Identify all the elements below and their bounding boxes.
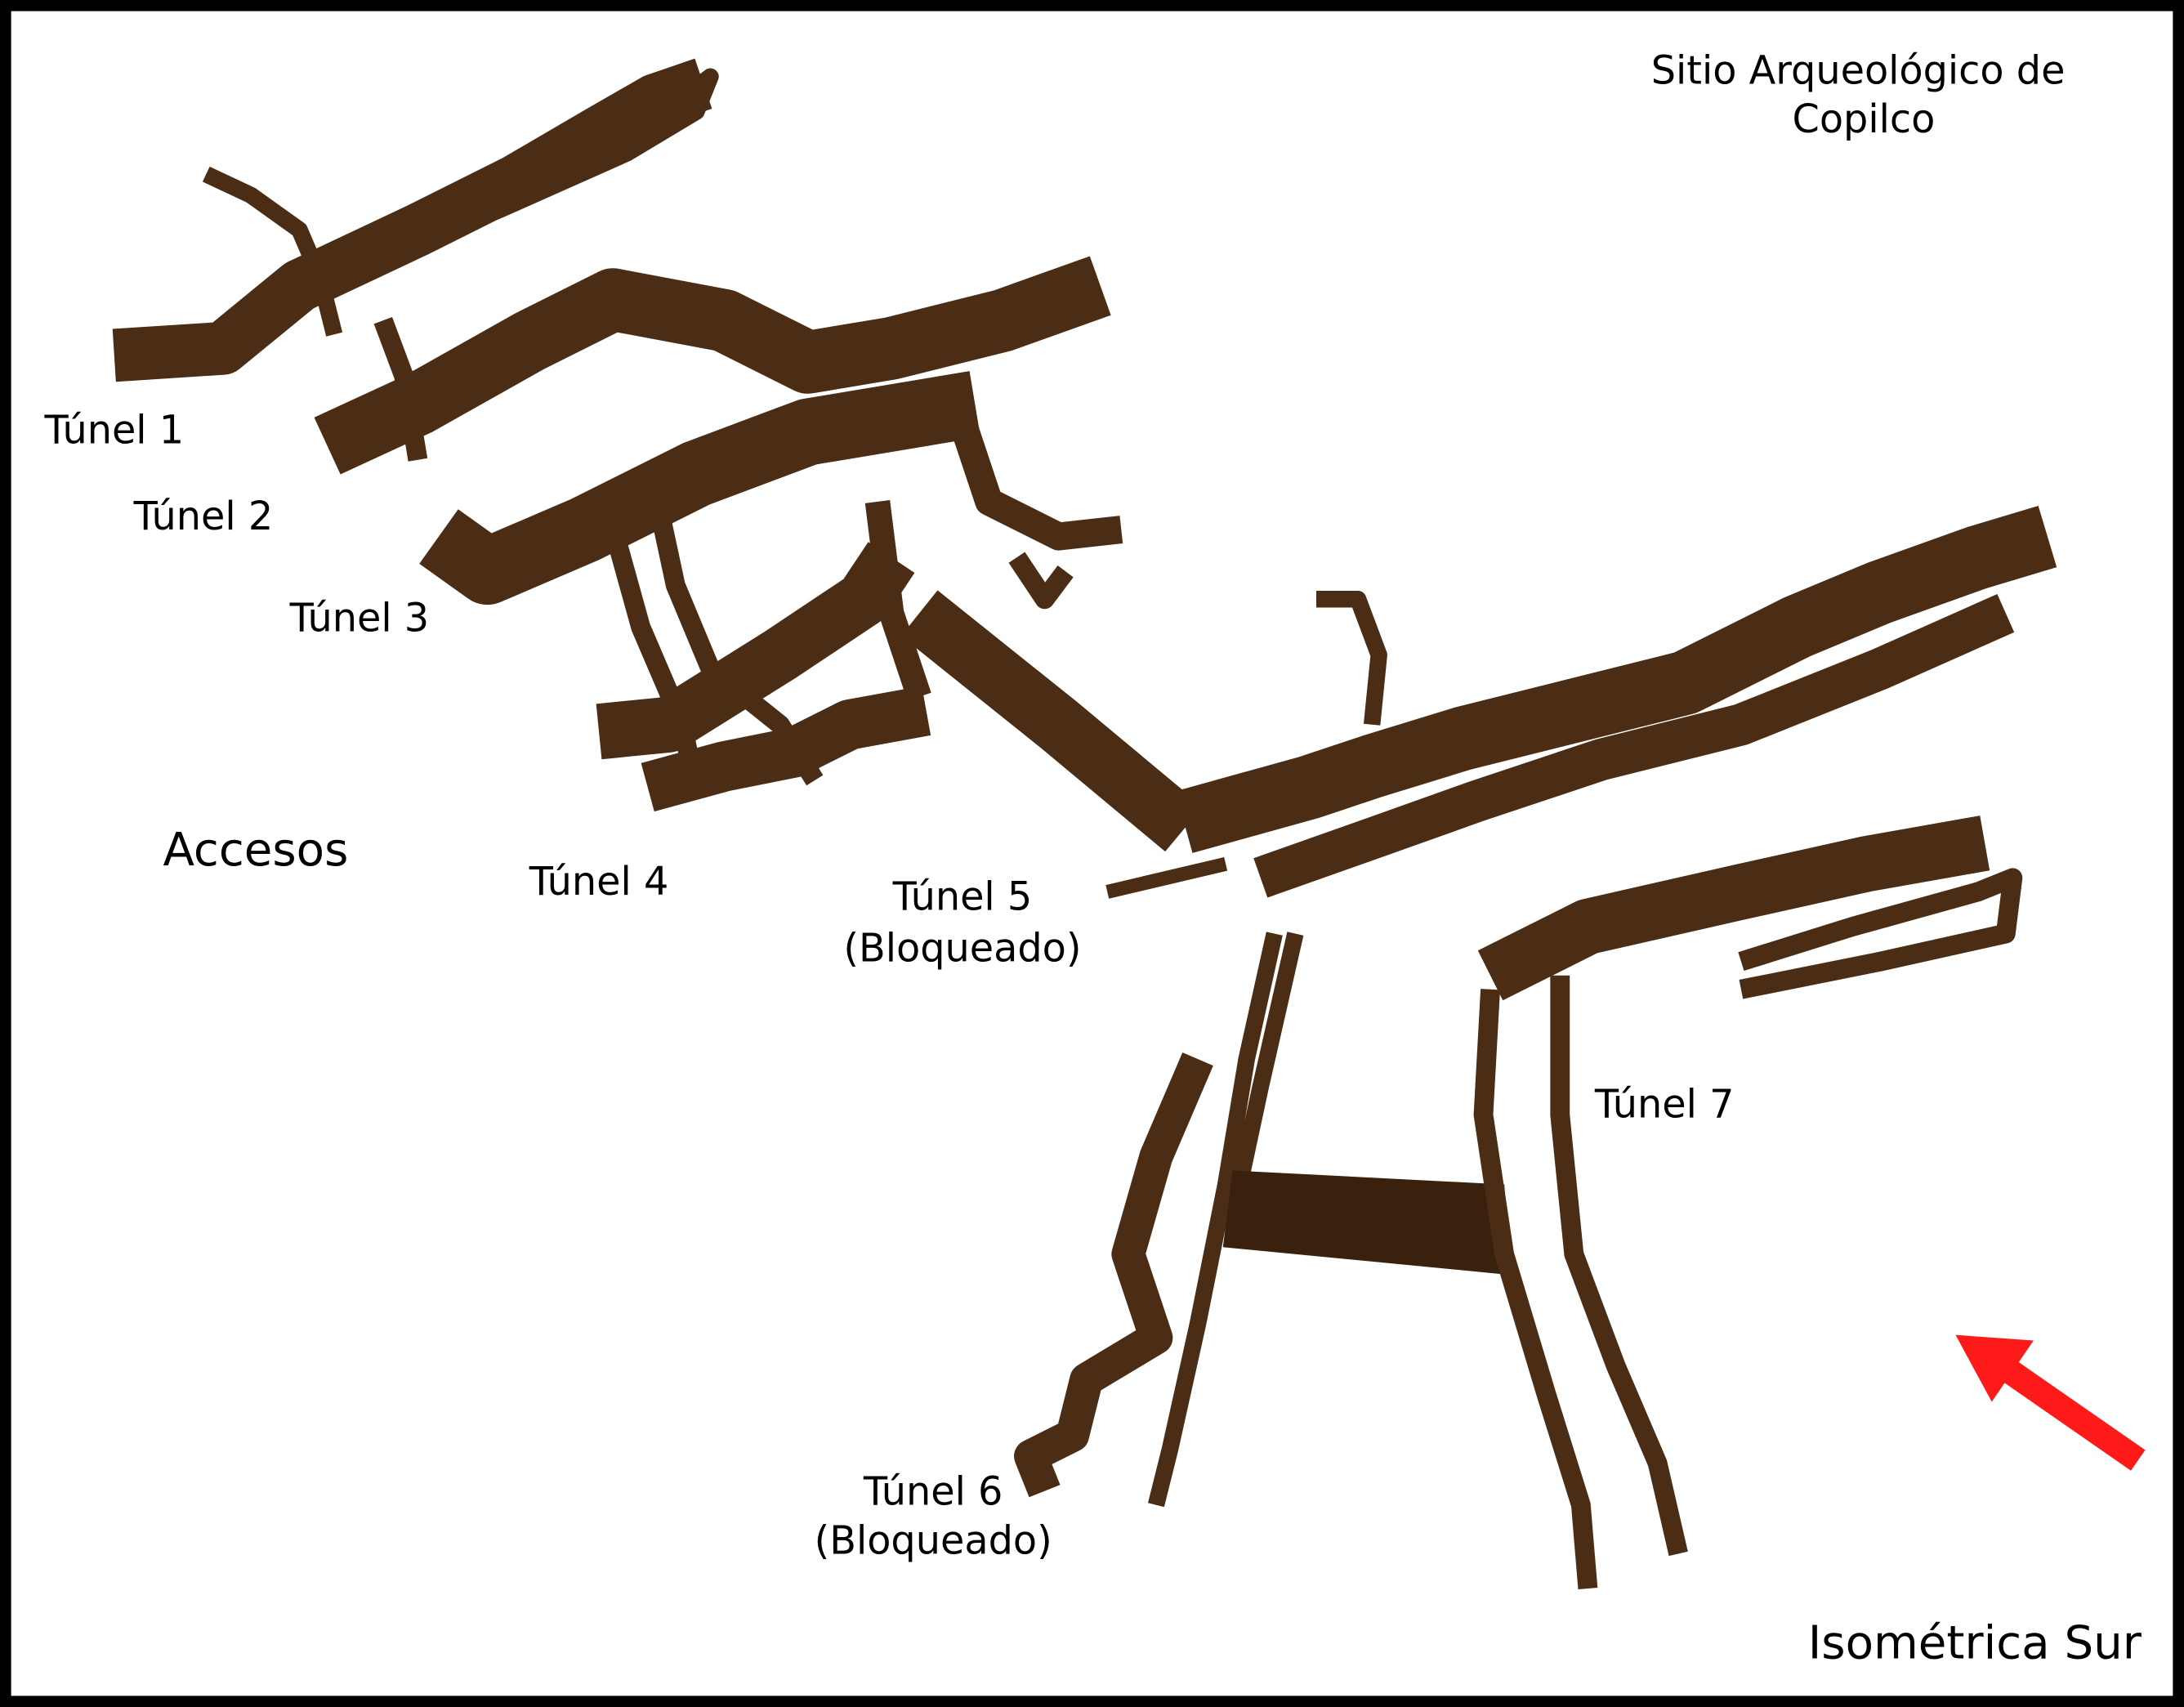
main-corridor-loop [1315, 591, 1387, 726]
label-tunel-3: Túnel 3 [289, 596, 430, 641]
tunnel-6-right [1231, 932, 1304, 1186]
tunnel-4-lower [641, 686, 931, 812]
tunnel-network [112, 58, 2057, 1590]
view-label: Isométrica Sur [1808, 1616, 2142, 1669]
label-tunel-6: Túnel 6 [863, 1470, 1003, 1515]
tunnel-7-loop [1738, 868, 2023, 999]
tunnel-3 [419, 371, 981, 605]
label-tunel-5: Túnel 5 [892, 875, 1033, 920]
label-tunel-7: Túnel 7 [1594, 1083, 1735, 1128]
arrow-head-icon [1955, 1334, 2034, 1402]
tunnel-2-side [373, 317, 428, 462]
tunnel-4 [596, 542, 915, 760]
tunnel-1-branch [202, 166, 343, 337]
tunnel-2 [314, 256, 1111, 475]
tunnel-6-left [1147, 932, 1283, 1508]
label-tunel-5-status: (Bloqueado) [843, 927, 1081, 972]
label-accesos: Accesos [163, 824, 348, 877]
title-line-2: Copilco [1793, 97, 1936, 142]
tunnel-5-blocked-stub [1105, 856, 1228, 899]
label-tunel-1: Túnel 1 [44, 408, 185, 453]
tunnel-7-left-wall [1473, 989, 1598, 1590]
tunnel-5 [900, 590, 1203, 852]
crossing-passage [1222, 1170, 1512, 1276]
tunnel-6-stepped [1014, 1052, 1213, 1498]
main-corridor-lower [1253, 593, 2015, 898]
tunnel-3-loop [1008, 552, 1074, 610]
tunnel-1-loop [351, 68, 719, 259]
tunnel-4-upright [864, 500, 931, 701]
tunnel-7-upper [1477, 816, 1990, 1001]
arrow-shaft [1999, 1358, 2146, 1471]
title-line-1: Sitio Arqueológico de [1651, 48, 2066, 93]
main-corridor [1175, 505, 2057, 853]
label-tunel-2: Túnel 2 [133, 494, 274, 539]
label-tunel-6-status: (Bloqueado) [815, 1518, 1052, 1563]
tunnel-7-right-wall [1550, 975, 1688, 1557]
label-tunel-4: Túnel 4 [529, 860, 669, 905]
tunnel-3-branch [948, 413, 1123, 551]
red-arrow [1955, 1334, 2146, 1471]
